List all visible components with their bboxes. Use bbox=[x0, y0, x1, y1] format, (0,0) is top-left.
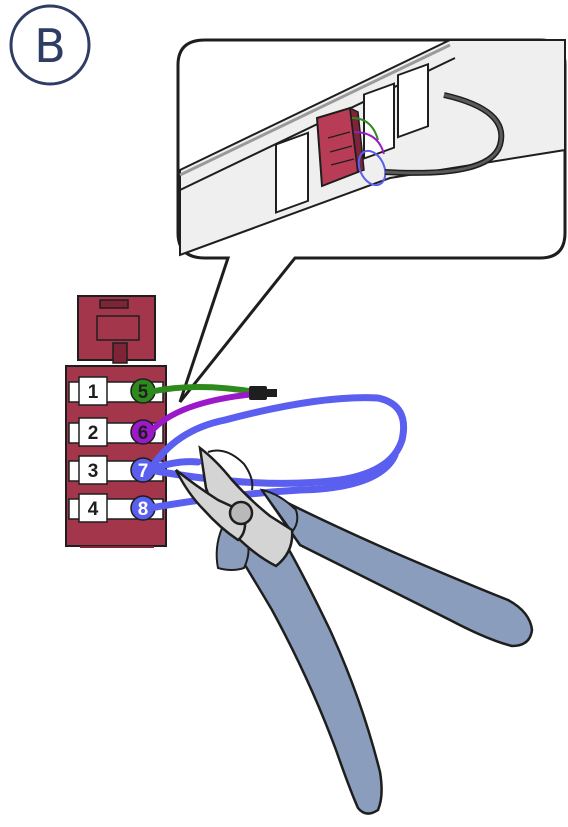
terminal-label-1: 1 bbox=[88, 382, 99, 403]
terminal-label-4: 4 bbox=[88, 499, 99, 520]
wire-in-jaws bbox=[146, 458, 202, 474]
terminal-label-6: 6 bbox=[138, 423, 149, 444]
step-badge: B bbox=[9, 4, 91, 86]
left-terminal-labels: 1 2 3 4 bbox=[78, 376, 108, 523]
wall-plate-icon bbox=[179, 39, 566, 257]
right-terminal-labels: 5 6 7 8 bbox=[130, 378, 156, 521]
modular-connector-icon bbox=[315, 106, 365, 188]
terminal-label-7: 7 bbox=[138, 461, 149, 482]
terminal-label-3: 3 bbox=[88, 461, 99, 482]
terminal-label-5: 5 bbox=[138, 382, 149, 403]
pliers-icon bbox=[174, 445, 534, 815]
callout-bubble bbox=[176, 38, 567, 403]
connector-block: 1 2 3 4 5 6 7 8 bbox=[65, 295, 167, 548]
terminal-label-8: 8 bbox=[138, 499, 149, 520]
terminal-label-2: 2 bbox=[88, 423, 99, 444]
step-letter: B bbox=[34, 19, 66, 73]
wires bbox=[146, 384, 407, 512]
cable-end bbox=[249, 386, 277, 400]
